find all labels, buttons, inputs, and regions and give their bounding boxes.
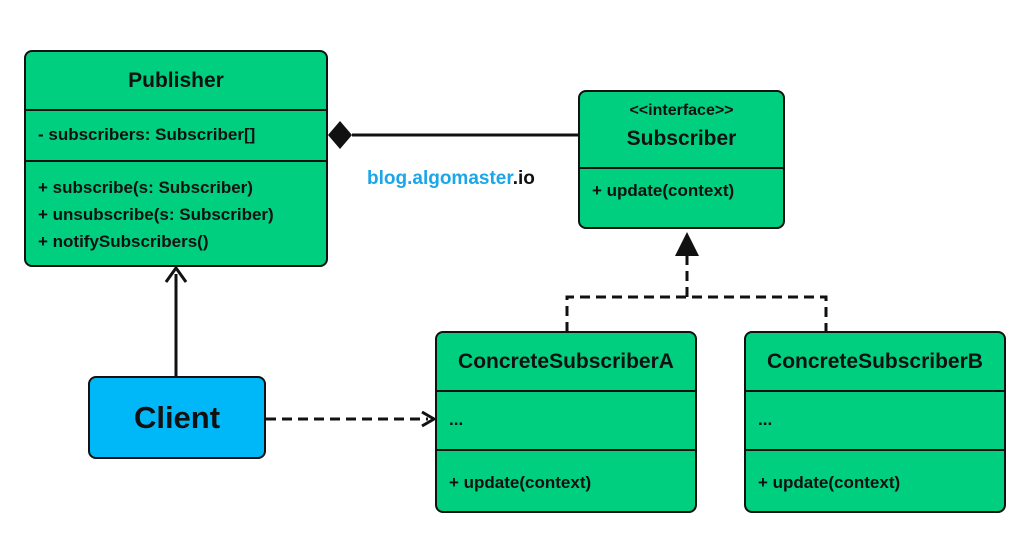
subscriber-header: <<interface>> Subscriber [580, 92, 783, 167]
concrete-subscriber-a-attribute: ... [449, 410, 464, 429]
subscriber-interface[interactable]: <<interface>> Subscriber + update(contex… [578, 90, 785, 229]
realization-triangle [675, 232, 699, 256]
publisher-class[interactable]: Publisher - subscribers: Subscriber[] + … [24, 50, 328, 267]
publisher-method: + unsubscribe(s: Subscriber) [38, 205, 274, 224]
publisher-method: + subscribe(s: Subscriber) [38, 178, 253, 197]
concrete-subscriber-a-name: ConcreteSubscriberA [458, 349, 674, 373]
client-dependency-arrowhead [421, 410, 437, 428]
subscriber-methods: + update(context) [580, 167, 783, 204]
watermark: blog.algomaster.io [367, 168, 535, 190]
concrete-subscriber-a-method: + update(context) [449, 473, 592, 492]
realization-line [565, 295, 828, 332]
publisher-attributes: - subscribers: Subscriber[] [26, 109, 326, 160]
client-box[interactable]: Client [88, 376, 266, 459]
subscriber-method: + update(context) [592, 181, 735, 200]
subscriber-name: Subscriber [626, 127, 737, 150]
concrete-subscriber-b-methods: + update(context) [746, 449, 1004, 496]
publisher-method: + notifySubscribers() [38, 232, 209, 251]
concrete-subscriber-a-attributes: ... [437, 390, 695, 449]
concrete-subscriber-b-name: ConcreteSubscriberB [767, 349, 983, 373]
concrete-subscriber-b-class[interactable]: ConcreteSubscriberB ... + update(context… [744, 331, 1006, 513]
subscriber-stereotype: <<interface>> [629, 102, 734, 119]
publisher-name: Publisher [128, 68, 224, 92]
concrete-subscriber-b-attribute: ... [758, 410, 773, 429]
client-label: Client [133, 399, 221, 435]
concrete-subscriber-b-attributes: ... [746, 390, 1004, 449]
concrete-subscriber-a-methods: + update(context) [437, 449, 695, 496]
concrete-subscriber-a-class[interactable]: ConcreteSubscriberA ... + update(context… [435, 331, 697, 513]
publisher-attribute: - subscribers: Subscriber[] [38, 125, 256, 144]
publisher-methods: + subscribe(s: Subscriber) + unsubscribe… [26, 160, 326, 255]
watermark-tld: .io [512, 168, 535, 189]
client-publisher-arrowhead [164, 265, 188, 283]
composition-diamond [328, 121, 352, 149]
concrete-subscriber-b-method: + update(context) [758, 473, 901, 492]
watermark-domain: blog.algomaster [367, 168, 513, 189]
